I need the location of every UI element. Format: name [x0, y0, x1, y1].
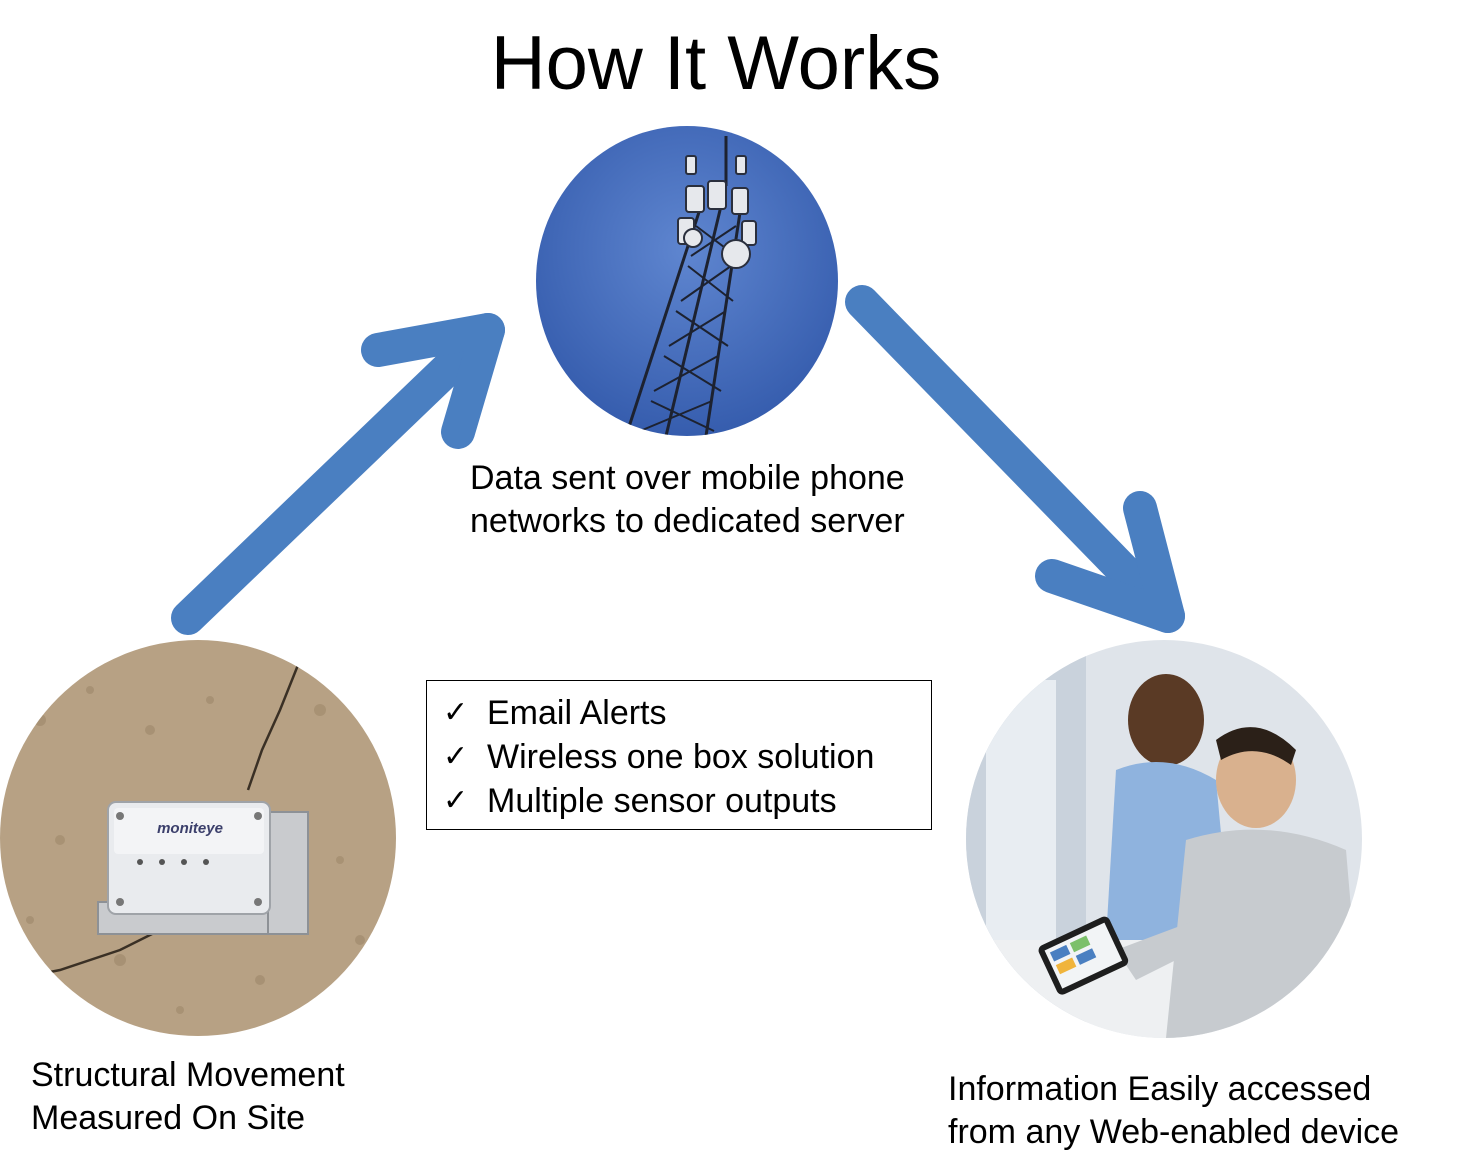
diagram-title: How It Works [490, 21, 942, 106]
people-caption: Information Easily accessed from any Web… [948, 1068, 1399, 1154]
features-box: ✓ Email Alerts ✓ Wireless one box soluti… [426, 680, 932, 830]
caption-line: networks to dedicated server [470, 502, 905, 540]
feature-item: ✓ Email Alerts [443, 691, 931, 735]
caption-line: Data sent over mobile phone [470, 459, 905, 497]
check-icon: ✓ [443, 740, 469, 773]
features-list: ✓ Email Alerts ✓ Wireless one box soluti… [443, 691, 931, 823]
check-icon: ✓ [443, 696, 469, 729]
feature-label: Email Alerts [487, 694, 667, 732]
feature-item: ✓ Multiple sensor outputs [443, 779, 931, 823]
sensor-caption: Structural Movement Measured On Site [31, 1054, 345, 1140]
device-brand-label: moniteye [157, 820, 223, 837]
tower-caption: Data sent over mobile phone networks to … [470, 457, 905, 543]
caption-line: Structural Movement [31, 1056, 345, 1094]
feature-label: Wireless one box solution [487, 738, 875, 776]
caption-line: Information Easily accessed [948, 1070, 1372, 1108]
wall-sensor-icon: moniteye [0, 640, 396, 1036]
feature-item: ✓ Wireless one box solution [443, 735, 931, 779]
check-icon: ✓ [443, 784, 469, 817]
caption-line: Measured On Site [31, 1099, 306, 1137]
arrow-up-right-icon [171, 313, 505, 635]
cell-tower-icon [536, 126, 838, 436]
arrow-down-right-icon [845, 285, 1185, 633]
feature-label: Multiple sensor outputs [487, 782, 837, 820]
caption-line: from any Web-enabled device [948, 1113, 1400, 1151]
people-with-tablet-icon [966, 640, 1362, 1038]
